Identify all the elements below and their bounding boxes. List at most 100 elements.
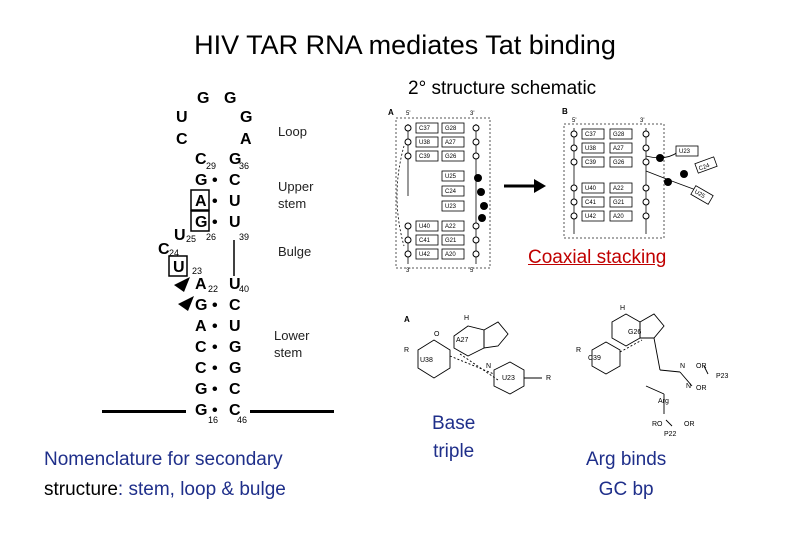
boxed-nt-u23 xyxy=(168,255,188,277)
panel-b-black-dots xyxy=(656,154,688,186)
svg-text:OR: OR xyxy=(696,385,707,392)
caption-nomenclature: Nomenclature for secondary structure: st… xyxy=(44,449,286,500)
svg-text:C37: C37 xyxy=(419,126,431,132)
arrowhead-icon xyxy=(178,296,194,311)
svg-text:U40: U40 xyxy=(419,224,431,230)
svg-text:U38: U38 xyxy=(419,140,431,146)
svg-text:A27: A27 xyxy=(445,140,456,146)
nt-number-22: 22 xyxy=(208,284,218,294)
nt-number-46: 46 xyxy=(237,415,247,425)
svg-text:•: • xyxy=(212,172,218,189)
coaxial-stacking-label: Coaxial stacking xyxy=(528,247,667,268)
pair-row-10: G • C xyxy=(195,381,241,398)
residue-a27: A27 xyxy=(456,337,469,344)
svg-text:G: G xyxy=(229,339,241,356)
svg-text:C: C xyxy=(229,381,241,398)
label-lower-stem: stem xyxy=(274,345,302,360)
svg-text:A22: A22 xyxy=(613,186,624,192)
bulge-nt-c24: C xyxy=(158,241,170,258)
boxed-nt-g xyxy=(190,210,210,232)
label-upper: Upper xyxy=(278,179,314,194)
base-triple-chemistry: A A27 U38 U23 R R O H N xyxy=(404,315,551,395)
bulge-nt-u23: U xyxy=(173,259,185,276)
loop-nt-5: G xyxy=(240,109,252,126)
svg-text:C: C xyxy=(195,360,207,377)
pair-row-7: A•U xyxy=(195,318,241,335)
nt-number-26: 26 xyxy=(206,232,216,242)
residue-arg: Arg xyxy=(658,398,669,405)
svg-text:G: G xyxy=(195,381,207,398)
svg-text:C: C xyxy=(195,151,207,168)
svg-text:A: A xyxy=(195,193,207,210)
svg-text:RO: RO xyxy=(652,421,663,428)
panel-b-boxes xyxy=(581,128,718,222)
label-upper-stem: stem xyxy=(278,196,306,211)
svg-text:C24: C24 xyxy=(445,189,457,195)
svg-text:A: A xyxy=(195,318,207,335)
bulge-nt-u25: U xyxy=(174,227,186,244)
svg-text:U25: U25 xyxy=(693,189,706,200)
nt-number-23: 23 xyxy=(192,266,202,276)
svg-text:G: G xyxy=(195,214,207,231)
panel-a-label: A xyxy=(388,108,394,117)
loop-nt-3: U xyxy=(176,109,188,126)
svg-text:C39: C39 xyxy=(585,160,597,166)
svg-text:G: G xyxy=(229,360,241,377)
residue-u38: U38 xyxy=(420,357,433,364)
chem-panel-a-label: A xyxy=(404,315,410,324)
nt-number-40: 40 xyxy=(239,284,249,294)
label-lower: Lower xyxy=(274,328,310,343)
svg-text:•: • xyxy=(212,193,218,210)
residue-c39: C39 xyxy=(588,355,601,362)
pair-row-3: A•U xyxy=(195,193,241,210)
svg-text:OR: OR xyxy=(684,421,695,428)
svg-text:•: • xyxy=(212,381,218,398)
schematic-subtitle: 2° structure schematic xyxy=(408,78,597,99)
svg-text:G: G xyxy=(195,297,207,314)
svg-text:G26: G26 xyxy=(613,160,625,166)
nt-number-16: 16 xyxy=(208,415,218,425)
residue-u23: U23 xyxy=(502,375,515,382)
loop-nt-1: G xyxy=(197,90,209,107)
residue-g26: G26 xyxy=(628,329,641,336)
svg-text:G28: G28 xyxy=(445,126,457,132)
panel-b-frame xyxy=(563,123,665,239)
svg-text:•: • xyxy=(212,339,218,356)
svg-text:N: N xyxy=(486,363,491,370)
caption-arg-binds: Arg binds GC bp xyxy=(586,449,667,500)
nt-number-36: 36 xyxy=(239,161,249,171)
loop-nt-4: C xyxy=(176,131,188,148)
svg-text:G21: G21 xyxy=(445,238,457,244)
svg-text:G28: G28 xyxy=(613,132,625,138)
svg-text:3': 3' xyxy=(406,268,410,274)
svg-text:N: N xyxy=(680,363,685,370)
svg-text:U23: U23 xyxy=(445,204,457,210)
svg-text:U: U xyxy=(229,276,241,293)
svg-text:A22: A22 xyxy=(445,224,456,230)
panel-a-5prime: 5' xyxy=(406,111,410,117)
divider-bar-left xyxy=(102,410,186,413)
svg-text:•: • xyxy=(212,214,218,231)
svg-text:•: • xyxy=(212,402,218,419)
panel-b-circles xyxy=(570,130,650,220)
arrowhead-icon xyxy=(174,277,190,292)
nt-number-29: 29 xyxy=(206,161,216,171)
divider-bar-right xyxy=(250,410,334,413)
svg-text:N: N xyxy=(686,383,691,390)
panel-b-label: B xyxy=(562,107,568,116)
pair-row-11: G•C xyxy=(195,402,241,419)
nt-number-24: 24 xyxy=(169,248,179,258)
label-bulge: Bulge xyxy=(278,244,311,259)
right-arrow-icon xyxy=(504,179,546,193)
svg-text:R: R xyxy=(546,375,551,382)
svg-text:U40: U40 xyxy=(585,186,597,192)
svg-text:•: • xyxy=(212,297,218,314)
svg-text:U: U xyxy=(229,214,241,231)
svg-text:A: A xyxy=(195,276,207,293)
nt-number-39: 39 xyxy=(239,232,249,242)
svg-text:•: • xyxy=(212,318,218,335)
